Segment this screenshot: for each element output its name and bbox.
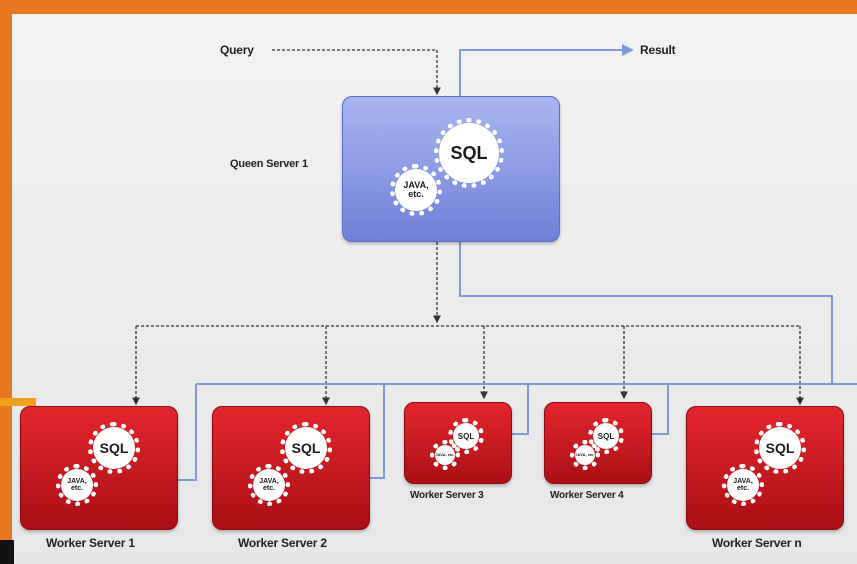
java-gear-icon: JAVA, etc.: [56, 464, 98, 506]
frame-top: [0, 0, 857, 14]
frame-left: [0, 0, 12, 564]
worker-server-n-box: SQL JAVA, etc.: [686, 406, 844, 530]
worker-server-4-box: SQL JAVA, etc.: [544, 402, 652, 484]
w3-sql-text: SQL: [457, 431, 475, 441]
queen-server-box: SQL JAVA, etc.: [342, 96, 560, 242]
return-w2: [360, 384, 385, 484]
return-w3: [502, 384, 529, 440]
java-gear-icon: JAVA, etc.: [248, 464, 290, 506]
sql-gear-icon: SQL: [434, 118, 504, 188]
worker-server-1-box: SQL JAVA, etc.: [20, 406, 178, 530]
query-line: [272, 49, 441, 96]
sql-gear-icon: SQL: [588, 418, 624, 454]
worker-server-3-label: Worker Server 3: [410, 490, 484, 501]
queen-java-text: JAVA, etc.: [403, 180, 429, 199]
worker-server-n-label: Worker Server n: [712, 536, 802, 550]
sql-gear-icon: SQL: [88, 422, 140, 474]
java-gear-icon: JAVA, etc.: [570, 440, 600, 470]
w4-java-text: JAVA, etc.: [575, 452, 595, 457]
w4-sql-text: SQL: [597, 431, 615, 441]
w1-java-text: JAVA, etc.: [67, 478, 87, 492]
queen-sql-text: SQL: [450, 142, 488, 163]
accent-bar-dark: [0, 540, 14, 564]
return-w4: [642, 384, 669, 440]
w2-sql-text: SQL: [291, 440, 321, 456]
return-line: [454, 230, 833, 384]
w1-sql-text: SQL: [99, 440, 129, 456]
worker-server-2-label: Worker Server 2: [238, 536, 327, 550]
wn-java-text: JAVA, etc.: [733, 478, 753, 492]
worker-server-3-box: SQL JAVA, etc.: [404, 402, 512, 484]
java-gear-icon: JAVA, etc.: [390, 164, 442, 216]
java-gear-icon: JAVA, etc.: [722, 464, 764, 506]
sql-gear-icon: SQL: [754, 422, 806, 474]
worker-server-1-label: Worker Server 1: [46, 536, 135, 550]
w3-java-text: JAVA, etc.: [435, 452, 455, 457]
queen-server-label: Queen Server 1: [230, 158, 308, 170]
worker-server-4-label: Worker Server 4: [550, 490, 624, 501]
sql-gear-icon: SQL: [448, 418, 484, 454]
w2-java-text: JAVA, etc.: [259, 478, 279, 492]
wn-sql-text: SQL: [765, 440, 795, 456]
result-label: Result: [640, 43, 676, 57]
accent-bar: [0, 398, 36, 406]
java-gear-icon: JAVA, etc.: [430, 440, 460, 470]
sql-gear-icon: SQL: [280, 422, 332, 474]
query-label: Query: [220, 43, 254, 57]
worker-server-2-box: SQL JAVA, etc.: [212, 406, 370, 530]
result-line: [459, 44, 634, 96]
return-w1: [168, 384, 197, 486]
